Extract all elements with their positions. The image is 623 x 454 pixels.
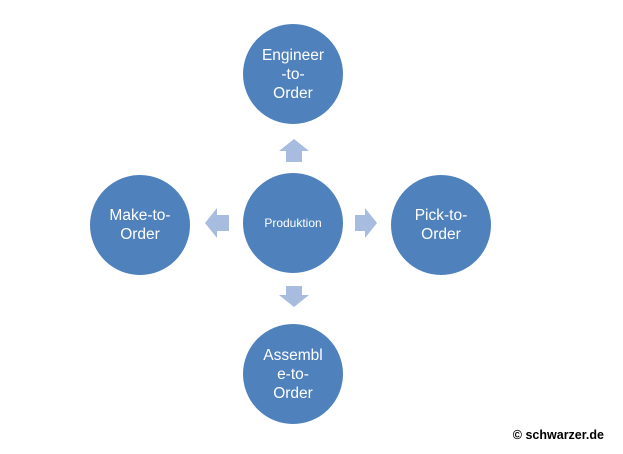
arrow-down (279, 286, 309, 307)
node-make-to-order: Make-to- Order (88, 173, 192, 277)
node-produktion: Produktion (241, 171, 345, 275)
arrow-left (205, 208, 229, 238)
node-label: Pick-to- Order (414, 207, 468, 243)
arrow-right (355, 208, 377, 238)
copyright-notice: © schwarzer.de (512, 428, 604, 442)
node-label: Make-to- Order (109, 207, 171, 243)
node-assemble-to-order: Assembl e-to- Order (241, 322, 345, 426)
node-label: Produktion (264, 215, 322, 230)
node-engineer-to-order: Engineer -to- Order (241, 22, 345, 126)
node-pick-to-order: Pick-to- Order (389, 173, 493, 277)
node-label: Engineer -to- Order (261, 46, 325, 102)
node-label: Assembl e-to- Order (263, 346, 323, 402)
arrow-up (279, 139, 309, 162)
